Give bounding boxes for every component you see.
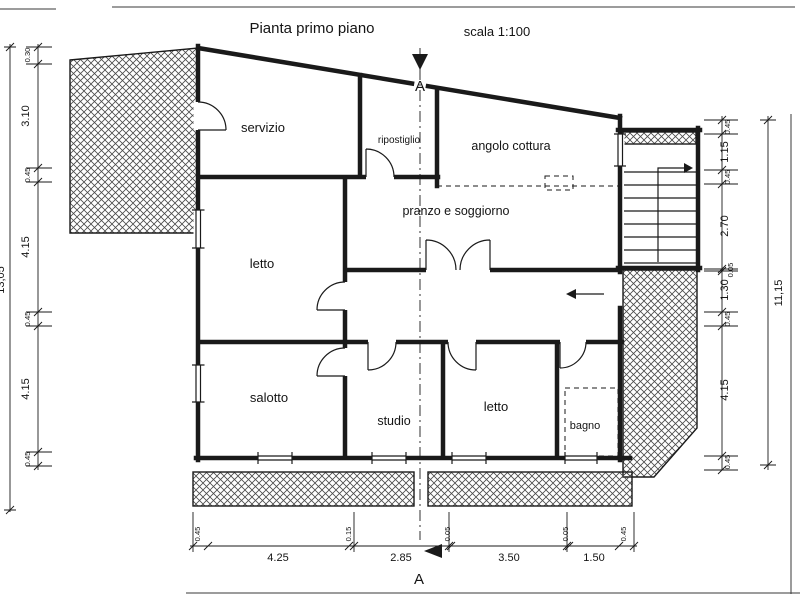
dimension-total-left — [4, 42, 16, 515]
dashed-features — [437, 175, 620, 457]
room-label-angolo-cottura: angolo cottura — [471, 139, 550, 153]
scale-label: scala 1:100 — [464, 24, 531, 39]
dim-label: 0.45 — [723, 170, 732, 185]
stair-treads — [624, 171, 696, 264]
door-bagno — [559, 337, 587, 369]
dim-label: 4.15 — [20, 378, 32, 399]
dim-label: 0.45 — [23, 312, 32, 327]
dim-label: 1.15 — [719, 141, 731, 162]
section-line — [412, 48, 442, 558]
window-left-1 — [192, 209, 205, 249]
door-double-pranzo — [425, 239, 491, 275]
window-bottom-1 — [257, 452, 293, 464]
dim-total-right: 11,15 — [773, 280, 785, 307]
window-bottom-2 — [371, 452, 407, 464]
section-label-bottom: A — [414, 571, 424, 588]
room-label-bagno: bagno — [570, 420, 601, 432]
bagno-fixture-outline — [564, 387, 619, 457]
room-label-letto-2: letto — [484, 399, 509, 414]
door-servizio — [193, 101, 227, 131]
dim-label: 0.45 — [23, 168, 32, 183]
window-right-1 — [614, 133, 626, 167]
dim-label: 1.50 — [583, 552, 604, 564]
dim-label: 2.70 — [719, 215, 731, 236]
room-label-salotto: salotto — [250, 390, 288, 405]
door-letto-2 — [447, 337, 477, 371]
window-bottom-4 — [564, 452, 598, 464]
door-salotto — [316, 347, 350, 377]
dim-label: 0.05 — [726, 263, 735, 278]
dim-label: 1.30 — [719, 279, 731, 300]
entrance-arrow — [566, 289, 604, 299]
dim-label: 0.45 — [723, 455, 732, 470]
dimension-chain-right — [704, 115, 738, 475]
dim-label: 0.05 — [443, 527, 452, 542]
door-letto-1 — [316, 281, 350, 311]
dim-label: 0.15 — [344, 527, 353, 542]
window-bottom-3 — [451, 452, 487, 464]
room-label-ripostiglio: ripostiglio — [378, 135, 421, 146]
doors — [193, 101, 587, 377]
stair-top-hatch — [621, 131, 697, 145]
dim-label: 0.05 — [561, 527, 570, 542]
dim-total-left: 13,05 — [0, 266, 7, 294]
page-title: Pianta primo piano — [249, 20, 374, 37]
stair-direction-arrow — [657, 167, 684, 262]
dim-label: 0.45 — [723, 120, 732, 135]
dim-label: 0.45 — [723, 312, 732, 327]
entrance-arrow-head-icon — [566, 289, 576, 299]
room-label-pranzo: pranzo e soggiorno — [402, 204, 509, 218]
dim-label: 4.25 — [267, 552, 288, 564]
window-left-2 — [192, 364, 205, 403]
dim-label: 3.10 — [20, 105, 32, 126]
scan-artifacts — [0, 6, 800, 594]
room-label-servizio: servizio — [241, 120, 285, 135]
dim-label: 2.85 — [390, 552, 411, 564]
bottom-strip-hatch — [192, 471, 633, 507]
door-ripostiglio — [365, 148, 395, 182]
stairwell — [624, 163, 696, 264]
section-arrow-top-icon — [412, 54, 428, 70]
adjacent-building-hatch — [622, 269, 698, 478]
dim-label: 4.15 — [20, 236, 32, 257]
section-arrow-bottom-icon — [424, 544, 442, 558]
terrace-hatch — [69, 47, 199, 234]
dim-label: 3.50 — [498, 552, 519, 564]
room-label-letto-1: letto — [250, 256, 275, 271]
stair-arrow-head-icon — [684, 163, 693, 173]
labels: Pianta primo piano scala 1:100 A A servi… — [0, 20, 785, 588]
dimension-total-right — [760, 115, 776, 470]
door-studio — [367, 337, 397, 371]
dimension-chain-bottom — [188, 512, 639, 552]
kitchen-fixture-outline — [544, 175, 574, 191]
dimension-chain-left — [26, 42, 52, 471]
room-label-studio: studio — [377, 414, 410, 428]
dim-label: 0.45 — [23, 452, 32, 467]
dim-label: 4.15 — [719, 379, 731, 400]
dim-label: 0.30 — [23, 48, 32, 63]
dim-label: 0.45 — [619, 527, 628, 542]
section-label-top: A — [415, 78, 425, 95]
dim-label: 0.45 — [193, 527, 202, 542]
